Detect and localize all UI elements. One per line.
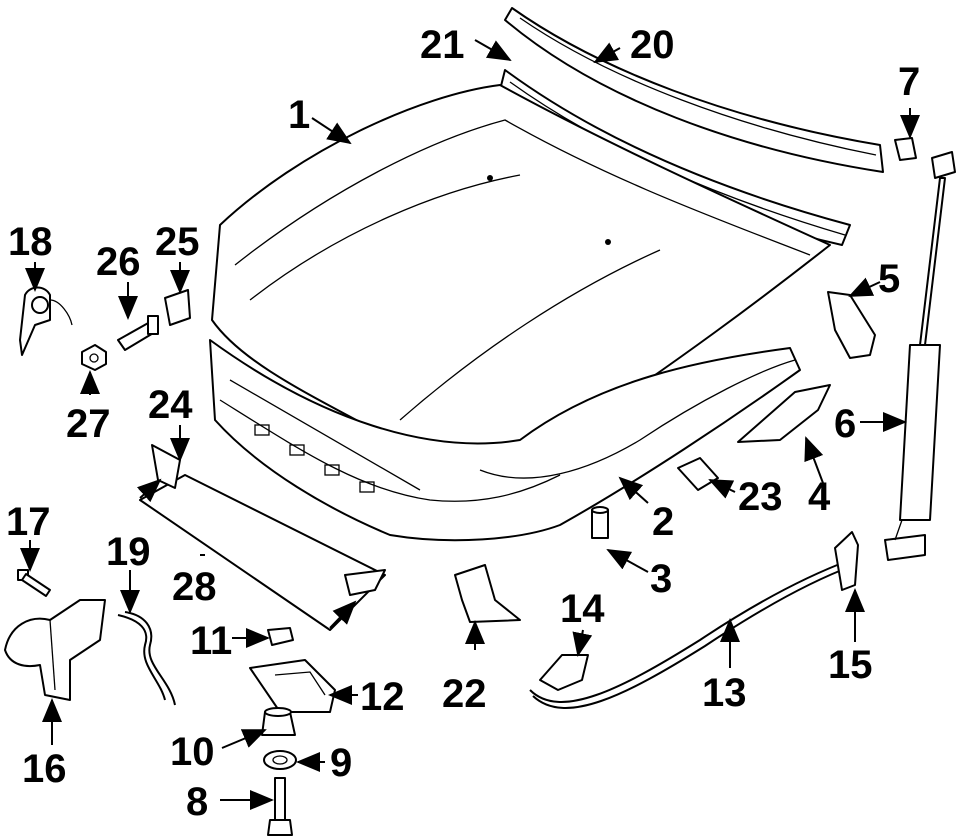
callout-28: 28 bbox=[172, 565, 217, 609]
hinge-16-part bbox=[4, 599, 106, 701]
callout-15: 15 bbox=[828, 643, 873, 687]
callout-4: 4 bbox=[808, 475, 831, 519]
callout-27: 27 bbox=[66, 402, 111, 446]
callout-11: 11 bbox=[190, 619, 232, 663]
callout-7: 7 bbox=[898, 60, 920, 104]
leader-lines bbox=[20, 39, 920, 810]
callout-25: 25 bbox=[155, 220, 200, 264]
callout-8: 8 bbox=[186, 780, 208, 824]
callout-18: 18 bbox=[8, 220, 53, 264]
callout-19: 19 bbox=[106, 530, 151, 574]
callout-12: 12 bbox=[360, 675, 405, 719]
grommet-9-part bbox=[263, 750, 297, 770]
weatherstrip-part bbox=[504, 7, 884, 173]
hinge-bracket-4-part bbox=[737, 384, 831, 443]
callout-6: 6 bbox=[834, 402, 856, 446]
clip-11-part bbox=[267, 627, 294, 646]
bolt-26-part bbox=[117, 315, 159, 351]
callout-9: 9 bbox=[330, 741, 352, 785]
callout-17: 17 bbox=[6, 500, 51, 544]
lock-support-12-part bbox=[249, 659, 336, 713]
callout-26: 26 bbox=[96, 240, 141, 284]
cable-end-14-part bbox=[539, 654, 589, 691]
bumper-10-part bbox=[261, 707, 296, 736]
callout-21: 21 bbox=[420, 23, 465, 67]
callout-20: 20 bbox=[630, 23, 675, 67]
clip-7-part bbox=[894, 137, 917, 161]
callout-13: 13 bbox=[702, 671, 747, 715]
nut-27-part bbox=[81, 344, 107, 371]
release-handle-15-part bbox=[834, 531, 859, 591]
retainer-23-part bbox=[677, 457, 719, 491]
callout-23: 23 bbox=[738, 475, 783, 519]
lift-support-6-part bbox=[884, 151, 956, 561]
bracket-5-part bbox=[827, 291, 876, 359]
release-cable-13-part bbox=[529, 559, 853, 709]
callout-22: 22 bbox=[442, 672, 487, 716]
hood-inner-panel-part bbox=[209, 339, 801, 542]
callout-labels: 1 2 3 4 5 6 7 8 9 10 11 12 13 14 15 16 1… bbox=[6, 23, 920, 824]
clip-25-part bbox=[164, 289, 191, 326]
bolt-8-part bbox=[267, 777, 293, 836]
hood-panel-part bbox=[211, 84, 831, 448]
callout-16: 16 bbox=[22, 747, 67, 791]
callout-1: 1 bbox=[288, 93, 310, 137]
bumper-stop-3-part bbox=[591, 506, 609, 539]
bumper-pads-part bbox=[151, 444, 386, 596]
bracket-22-part bbox=[454, 564, 521, 623]
bolt-17-part bbox=[17, 569, 51, 597]
callout-2: 2 bbox=[652, 500, 674, 544]
hinge-clip-part bbox=[19, 286, 73, 356]
callout-24: 24 bbox=[148, 383, 193, 427]
callout-10: 10 bbox=[170, 730, 215, 774]
callout-3: 3 bbox=[650, 557, 672, 601]
callout-5: 5 bbox=[878, 257, 900, 301]
support-rod-19-part bbox=[117, 611, 176, 706]
callout-14: 14 bbox=[560, 587, 605, 631]
